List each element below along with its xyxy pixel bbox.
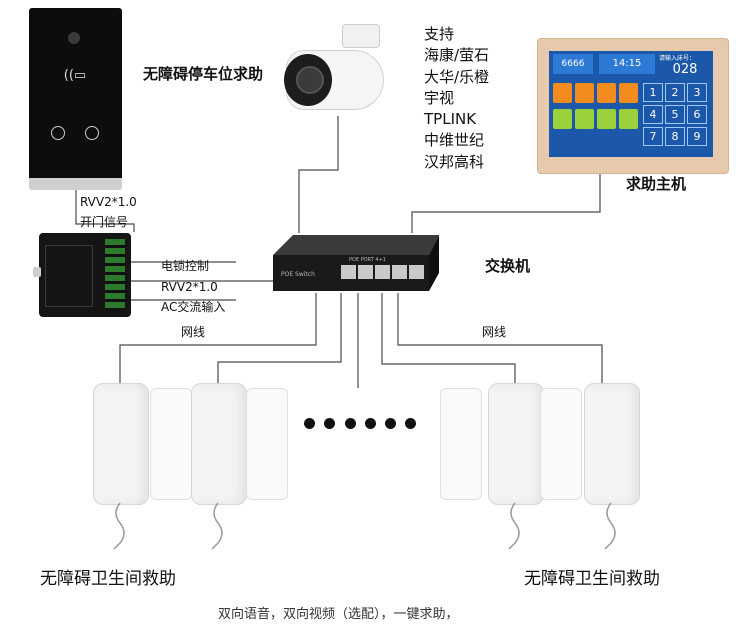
controller-icon	[33, 233, 131, 317]
keypad-key: 3	[687, 83, 707, 102]
switch-port	[375, 265, 390, 279]
switch-port	[392, 265, 407, 279]
toilet-right-label: 无障碍卫生间救助	[524, 569, 660, 589]
rvv-top-label: RVV2*1.0	[80, 195, 137, 209]
switch-model: POE PORT 4+1	[349, 257, 386, 263]
lock-control-label: 电锁控制	[161, 259, 210, 273]
switch-port	[358, 265, 373, 279]
switch-port	[409, 265, 424, 279]
switch-brand: POE Switch	[281, 271, 315, 278]
wire-switch-to-handset-2	[217, 293, 342, 383]
wire-host-to-switch	[411, 172, 601, 233]
door-station-icon: ((▭	[29, 8, 122, 190]
keypad-key: 6	[687, 105, 707, 124]
keypad-key: 7	[643, 127, 663, 146]
ellipsis-dot	[345, 418, 356, 429]
host-code: 6666	[553, 54, 593, 74]
switch-port	[341, 265, 356, 279]
keypad-key: 2	[665, 83, 685, 102]
host-tile	[553, 83, 572, 103]
host-tile	[575, 83, 594, 103]
ellipsis-dot	[304, 418, 315, 429]
handset-icon	[488, 383, 544, 505]
handset-base	[150, 388, 192, 500]
wire-camera-to-switch	[298, 116, 339, 233]
host-room-value: 028	[672, 62, 698, 77]
net-right-label: 网线	[482, 325, 507, 339]
camera-icon	[282, 24, 402, 116]
brand-item: 支持	[424, 25, 455, 43]
keypad-key: 8	[665, 127, 685, 146]
footer-note: 双向语音，双向视频（选配），一键求助，	[218, 607, 459, 622]
keypad-key: 4	[643, 105, 663, 124]
toilet-left-label: 无障碍卫生间救助	[40, 569, 176, 589]
switch-title: 交换机	[485, 257, 531, 275]
switch-icon: POE Switch POE PORT 4+1	[273, 233, 439, 293]
camera-title: 无障碍停车位求助	[143, 65, 264, 83]
ellipsis-dot	[365, 418, 376, 429]
wire-switch-to-handset-1	[119, 293, 317, 383]
host-title: 求助主机	[626, 175, 687, 193]
brand-item: 宇视	[424, 88, 455, 107]
net-left-label: 网线	[181, 325, 206, 339]
host-time: 14:15	[599, 54, 655, 74]
brand-item: 中维世纪	[424, 131, 485, 150]
host-tile	[597, 83, 616, 103]
host-panel-icon: 6666 14:15 请输入床号： 028 1 2 3 4 5 6 7 8 9	[537, 38, 729, 174]
host-tile	[619, 109, 638, 129]
wire-switch-to-handset-3	[381, 293, 516, 383]
handset-icon	[93, 383, 149, 505]
handset-base	[440, 388, 482, 500]
handset-icon	[584, 383, 640, 505]
door-signal-label: 开门信号	[80, 215, 129, 229]
host-tile	[619, 83, 638, 103]
brand-item: TPLINK	[424, 110, 477, 129]
host-tile	[553, 109, 572, 129]
host-tile	[575, 109, 594, 129]
handset-icon	[191, 383, 247, 505]
handset-base	[246, 388, 288, 500]
ellipsis-dot	[385, 418, 396, 429]
ellipsis-dot	[405, 418, 416, 429]
handset-base	[540, 388, 582, 500]
brand-item: 大华/乐橙	[424, 67, 490, 86]
host-room-label: 请输入床号：	[659, 55, 696, 62]
keypad-key: 1	[643, 83, 663, 102]
keypad-key: 9	[687, 127, 707, 146]
ac-input-label: AC交流输入	[161, 300, 226, 314]
brand-item: 汉邦高科	[424, 152, 485, 171]
wire-door-to-controller	[75, 190, 135, 232]
brand-list: 支持 海康/萤石 大华/乐橙 宇视 TPLINK 中维世纪 汉邦高科	[424, 24, 489, 173]
brand-item: 海康/萤石	[424, 46, 490, 65]
host-screen: 6666 14:15 请输入床号： 028 1 2 3 4 5 6 7 8 9	[549, 51, 713, 157]
ellipsis-dot	[324, 418, 335, 429]
switch-body	[273, 235, 439, 291]
host-tile	[597, 109, 616, 129]
keypad-key: 5	[665, 105, 685, 124]
rvv-bottom-label: RVV2*1.0	[161, 280, 218, 294]
wire-switch-to-handset-4	[397, 293, 603, 383]
